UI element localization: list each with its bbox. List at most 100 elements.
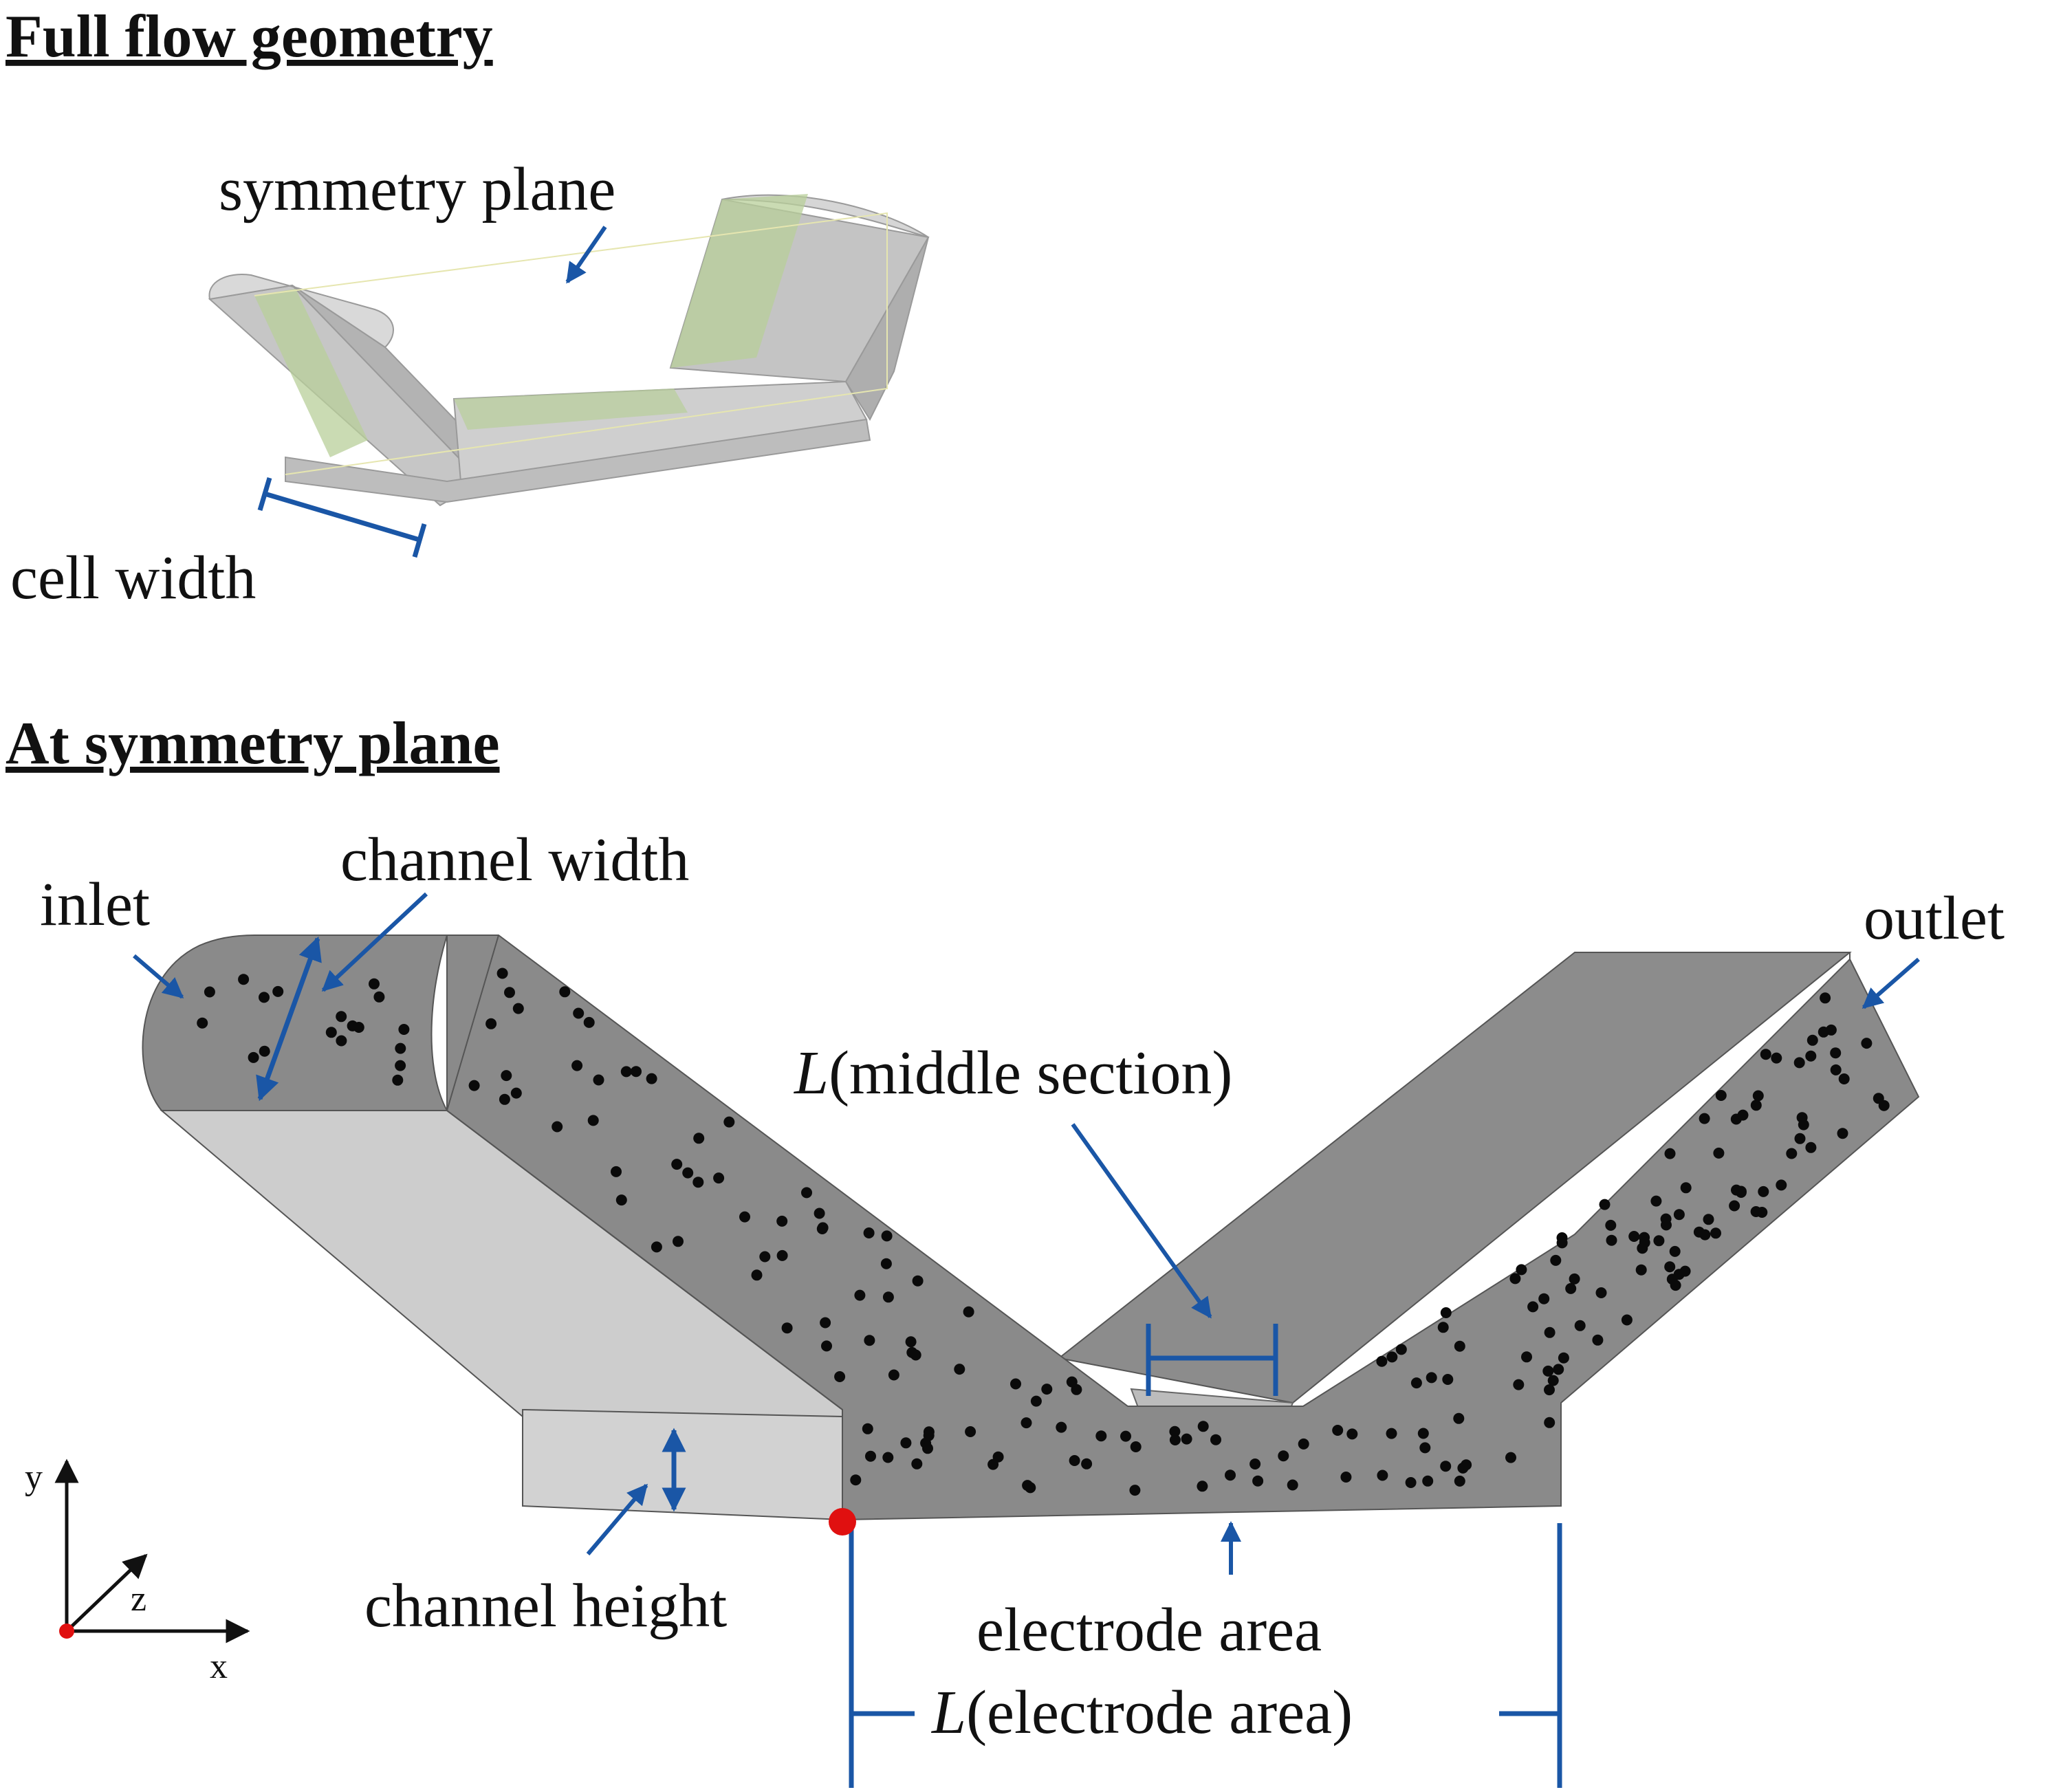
- porous-particle: [1030, 1395, 1042, 1407]
- outlet-arrow: [1862, 957, 1920, 1009]
- porous-particle: [631, 1066, 642, 1078]
- porous-particle: [1376, 1355, 1388, 1367]
- porous-particle: [1287, 1479, 1298, 1491]
- porous-particle: [1861, 1038, 1873, 1049]
- porous-particle: [1010, 1378, 1021, 1390]
- porous-particle: [1547, 1375, 1559, 1386]
- porous-particle: [1713, 1147, 1725, 1159]
- porous-particle: [1798, 1119, 1809, 1130]
- label-electrode-length: L(electrode area): [930, 1679, 1353, 1747]
- porous-particle: [1386, 1351, 1398, 1363]
- porous-particle: [1197, 1421, 1209, 1432]
- porous-particle: [759, 1251, 771, 1263]
- channel-width-double-arrow: [256, 936, 322, 1102]
- porous-particle: [922, 1443, 933, 1454]
- porous-particle: [204, 986, 215, 998]
- porous-particle: [906, 1346, 918, 1358]
- porous-particle: [1661, 1219, 1672, 1231]
- porous-particle: [1750, 1100, 1762, 1111]
- heading-full-flow-geometry: Full flow geometry: [6, 3, 493, 70]
- axis-label-y: y: [25, 1458, 43, 1497]
- porous-particle: [1606, 1234, 1617, 1246]
- porous-particle: [1340, 1472, 1352, 1483]
- porous-particle: [1440, 1461, 1452, 1472]
- porous-particle: [272, 985, 284, 997]
- porous-particles: [197, 968, 1890, 1496]
- porous-particle: [504, 987, 515, 998]
- porous-particle: [1521, 1351, 1532, 1363]
- porous-particle: [671, 1159, 683, 1170]
- porous-particle: [611, 1166, 622, 1177]
- porous-particle: [353, 1022, 364, 1033]
- porous-particle: [862, 1423, 873, 1434]
- porous-particle: [751, 1269, 763, 1281]
- porous-particle: [325, 1027, 337, 1038]
- porous-particle: [1673, 1209, 1685, 1221]
- porous-particle: [392, 1074, 404, 1086]
- porous-particle: [1569, 1273, 1580, 1285]
- porous-particle: [398, 1024, 410, 1035]
- porous-particle: [1776, 1179, 1787, 1191]
- porous-particle: [1542, 1365, 1554, 1377]
- porous-particle: [1673, 1269, 1685, 1280]
- porous-particle: [801, 1187, 812, 1199]
- label-inlet: inlet: [40, 871, 150, 939]
- channel-height-pointer: [586, 1483, 648, 1555]
- channel-width-pointer: [321, 892, 428, 992]
- porous-particle: [1453, 1412, 1465, 1424]
- porous-particle: [1558, 1352, 1569, 1364]
- porous-particle: [395, 1042, 406, 1054]
- porous-particle: [1729, 1200, 1740, 1212]
- porous-particle: [882, 1452, 894, 1463]
- full-flow-3d-model: [208, 194, 930, 507]
- symmetry-plane-3d-model: [142, 935, 1920, 1521]
- porous-particle: [1417, 1428, 1429, 1439]
- corner-origin-marker: [829, 1508, 856, 1536]
- porous-particle: [395, 1060, 406, 1071]
- cell-width-dimension: [257, 477, 427, 558]
- porous-particle: [863, 1227, 875, 1238]
- porous-particle: [1120, 1430, 1131, 1442]
- porous-particle: [373, 991, 385, 1003]
- porous-particle: [781, 1322, 793, 1334]
- porous-particle: [552, 1121, 563, 1133]
- porous-particle: [1838, 1073, 1850, 1084]
- porous-particle: [1066, 1376, 1078, 1388]
- porous-particle: [1505, 1452, 1516, 1463]
- porous-particle: [510, 1087, 522, 1099]
- porous-particle: [1820, 992, 1831, 1004]
- porous-particle: [1509, 1273, 1521, 1285]
- porous-particle: [1605, 1219, 1617, 1231]
- porous-particle: [583, 1016, 595, 1028]
- porous-particle: [693, 1133, 705, 1144]
- porous-particle: [1544, 1384, 1555, 1396]
- porous-particle: [1715, 1090, 1727, 1101]
- porous-particle: [1332, 1425, 1344, 1436]
- label-electrode-area: electrode area: [976, 1596, 1322, 1664]
- axis-label-z: z: [131, 1580, 146, 1619]
- porous-particle: [776, 1215, 788, 1227]
- porous-particle: [1703, 1214, 1714, 1225]
- porous-particle: [1639, 1237, 1650, 1248]
- porous-particle: [1130, 1441, 1142, 1452]
- label-electrode-length-symbol: L: [930, 1679, 966, 1747]
- porous-particle: [850, 1474, 862, 1486]
- porous-particle: [1440, 1307, 1452, 1318]
- porous-particle: [1825, 1024, 1837, 1036]
- porous-particle: [1574, 1320, 1586, 1331]
- porous-particle: [512, 1003, 524, 1014]
- porous-particle: [881, 1230, 893, 1242]
- porous-particle: [1527, 1301, 1539, 1313]
- porous-particle: [1752, 1090, 1764, 1102]
- label-cell-width: cell width: [10, 544, 256, 612]
- porous-particle: [1830, 1047, 1842, 1059]
- porous-particle: [882, 1291, 894, 1303]
- porous-particle: [1395, 1344, 1407, 1355]
- porous-particle: [1635, 1264, 1647, 1276]
- porous-particle: [963, 1306, 974, 1318]
- porous-particle: [593, 1074, 604, 1086]
- porous-particle: [1225, 1469, 1236, 1481]
- porous-particle: [1805, 1050, 1817, 1062]
- porous-particle: [1830, 1064, 1842, 1075]
- porous-particle: [1041, 1384, 1053, 1395]
